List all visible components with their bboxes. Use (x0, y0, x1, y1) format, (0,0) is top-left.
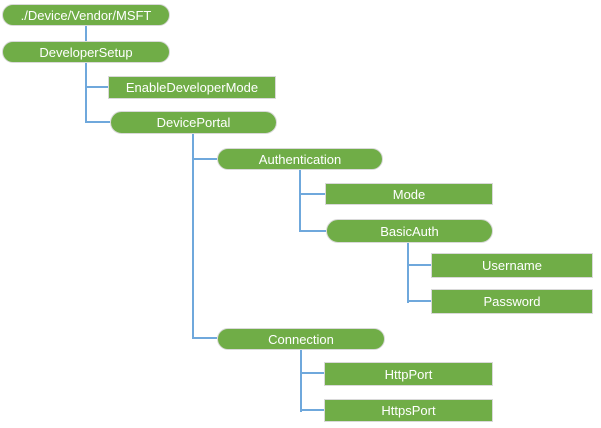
connector-to-deviceportal (85, 121, 110, 123)
node-httpport: HttpPort (324, 362, 493, 386)
connector-to-basicauth (299, 230, 326, 232)
connector-basicauth-trunk (407, 243, 409, 303)
connector-developersetup-trunk (85, 63, 87, 123)
connector-deviceportal-trunk (192, 134, 194, 339)
node-httpsport: HttpsPort (324, 399, 493, 422)
connector-authentication-trunk (299, 170, 301, 232)
connector-to-httpsport (300, 409, 324, 411)
node-device-vendor-msft: ./Device/Vendor/MSFT (2, 4, 170, 26)
connector-root-developersetup (85, 26, 87, 41)
node-mode: Mode (325, 183, 493, 205)
connector-to-httpport (300, 372, 324, 374)
node-deviceportal: DevicePortal (110, 111, 277, 134)
node-enabledevelopermode: EnableDeveloperMode (108, 76, 276, 99)
node-developersetup: DeveloperSetup (2, 41, 170, 63)
node-username: Username (431, 253, 593, 278)
connector-to-username (407, 264, 431, 266)
node-basicauth: BasicAuth (326, 219, 493, 243)
connector-connection-trunk (300, 350, 302, 412)
node-connection: Connection (217, 328, 385, 350)
connector-to-authentication (192, 158, 217, 160)
connector-to-enabledevelopermode (85, 86, 108, 88)
connector-to-password (407, 300, 431, 302)
node-password: Password (431, 289, 593, 314)
connector-to-connection (192, 337, 217, 339)
connector-to-mode (299, 193, 325, 195)
node-authentication: Authentication (217, 148, 383, 170)
